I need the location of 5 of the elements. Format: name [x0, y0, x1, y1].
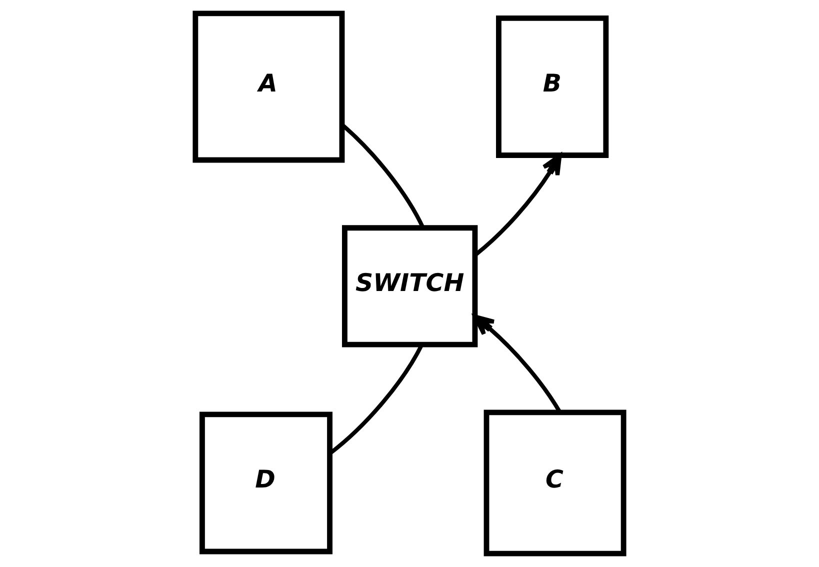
node-box: C: [484, 410, 626, 556]
node-box: SWITCH: [342, 225, 478, 348]
node-box: B: [496, 15, 609, 158]
node-box: A: [192, 10, 345, 163]
node-box: D: [200, 412, 332, 554]
